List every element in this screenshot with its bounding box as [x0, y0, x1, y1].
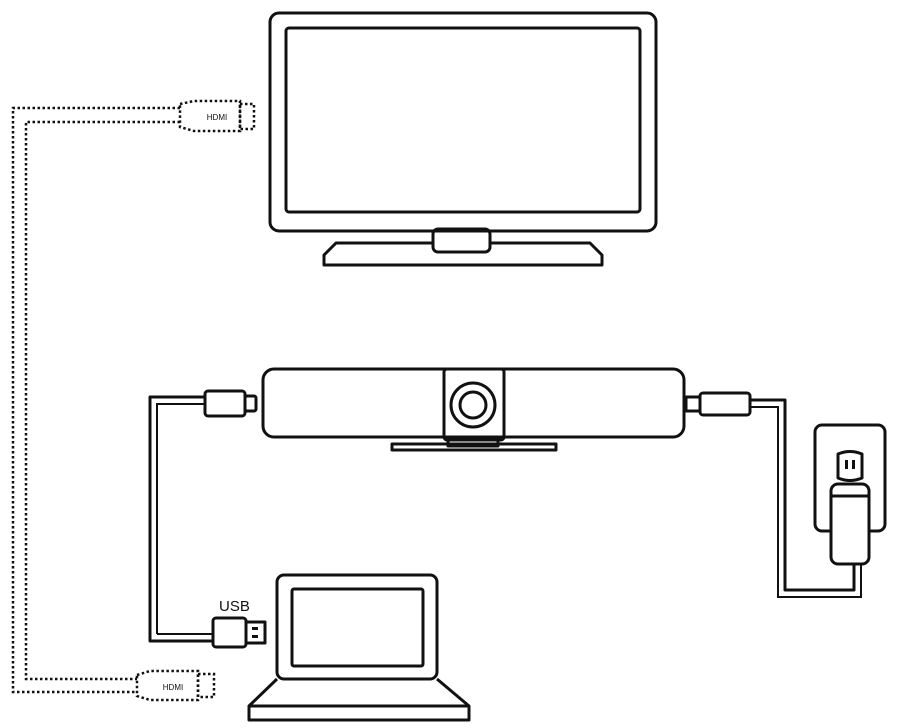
usb-label: USB [219, 598, 250, 615]
video-bar-icon [261, 367, 686, 452]
hdmi-top-label: HDMI [207, 113, 227, 122]
hdmi-cable [11, 106, 180, 694]
power-plug [684, 391, 752, 417]
power-adapter-icon [829, 482, 871, 566]
usb-cable [148, 395, 213, 643]
usb-a-plug: USB [211, 598, 267, 649]
power-cable [750, 398, 862, 598]
laptop-icon [247, 573, 471, 722]
tv-icon [268, 11, 658, 267]
usb-c-plug [203, 389, 258, 418]
hdmi-plug-top: HDMI [178, 99, 256, 133]
hdmi-bottom-label: HDMI [163, 683, 183, 692]
hdmi-plug-bottom: HDMI [135, 669, 216, 702]
